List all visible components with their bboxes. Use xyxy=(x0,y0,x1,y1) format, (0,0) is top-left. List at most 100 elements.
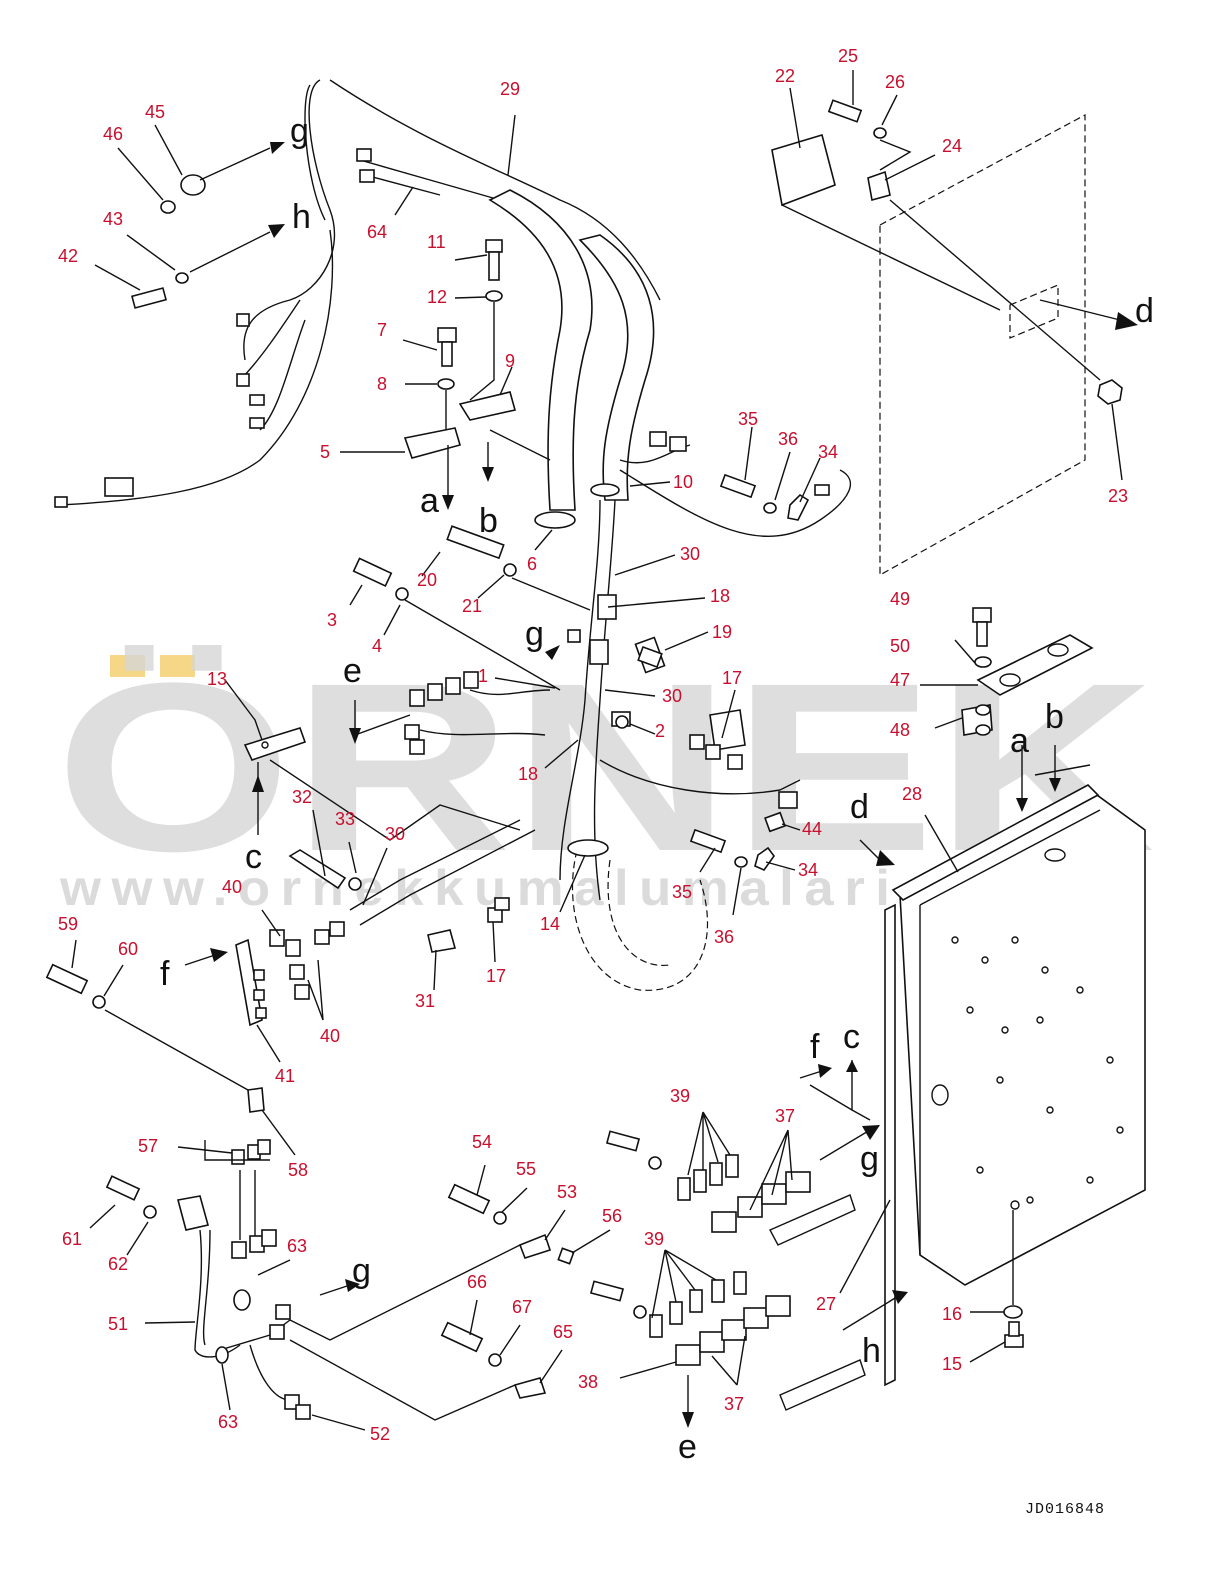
callout-40-a: 40 xyxy=(222,877,242,897)
lower-harness xyxy=(45,849,521,1421)
callout-26: 26 xyxy=(885,72,905,92)
callout-29: 29 xyxy=(500,79,520,99)
callout-25: 25 xyxy=(838,46,858,66)
callout-5: 5 xyxy=(320,442,330,462)
callout-48: 48 xyxy=(890,720,910,740)
electrical-box xyxy=(819,745,1146,1387)
callout-35-upper: 35 xyxy=(738,409,758,429)
controller-panel xyxy=(771,99,1138,577)
callout-36-lower: 36 xyxy=(714,927,734,947)
connector-block-e xyxy=(349,671,551,755)
callout-60: 60 xyxy=(118,939,138,959)
callout-21: 21 xyxy=(462,596,482,616)
bolts-bracket-53-65 xyxy=(440,1183,575,1399)
callout-50: 50 xyxy=(890,636,910,656)
callout-42: 42 xyxy=(58,246,78,266)
callout-63-b: 63 xyxy=(218,1412,238,1432)
ref-letter-h: h xyxy=(292,198,311,236)
callout-40-b: 40 xyxy=(320,1026,340,1046)
ref-letter-g: g xyxy=(525,615,544,653)
ref-letter-c: c xyxy=(843,1018,860,1056)
callout-47: 47 xyxy=(890,670,910,690)
ref-letter-f: f xyxy=(810,1028,820,1066)
callout-38: 38 xyxy=(578,1372,598,1392)
ref-letter-d: d xyxy=(1135,292,1154,330)
callout-37-upper: 37 xyxy=(775,1106,795,1126)
callout-9: 9 xyxy=(505,351,515,371)
callout-17-upper: 17 xyxy=(722,668,742,688)
leader-lines xyxy=(71,70,1006,1431)
callout-30-c: 30 xyxy=(385,824,405,844)
callout-39-upper: 39 xyxy=(670,1086,690,1106)
ref-letter-d: d xyxy=(850,788,869,826)
callout-66: 66 xyxy=(467,1272,487,1292)
callout-19: 19 xyxy=(712,622,732,642)
callout-64: 64 xyxy=(367,222,387,242)
ground-bolts-lower xyxy=(487,645,798,923)
callout-32: 32 xyxy=(292,787,312,807)
callout-49: 49 xyxy=(890,589,910,609)
callout-13: 13 xyxy=(207,669,227,689)
callout-18-a: 18 xyxy=(710,586,730,606)
ref-letter-c: c xyxy=(245,838,262,876)
bolts-3-4-20-21 xyxy=(352,525,591,691)
callout-15: 15 xyxy=(942,1354,962,1374)
callout-35-lower: 35 xyxy=(672,882,692,902)
callout-53: 53 xyxy=(557,1182,577,1202)
callout-18-b: 18 xyxy=(518,764,538,784)
callout-6: 6 xyxy=(527,554,537,574)
callout-41: 41 xyxy=(275,1066,295,1086)
callout-56: 56 xyxy=(602,1206,622,1226)
callout-52: 52 xyxy=(370,1424,390,1444)
ref-letter-a: a xyxy=(420,482,439,520)
brackets-5-9 xyxy=(403,239,551,510)
callout-59: 59 xyxy=(58,914,78,934)
reference-letters: g h d a b g e b a d c f f c g g h e xyxy=(160,112,1154,1466)
ref-letter-b: b xyxy=(1045,698,1064,736)
harness-connectors-left xyxy=(54,148,375,508)
callout-24: 24 xyxy=(942,136,962,156)
connector-17-upper xyxy=(689,709,746,770)
callout-51: 51 xyxy=(108,1314,128,1334)
callout-37-lower: 37 xyxy=(724,1394,744,1414)
callout-28: 28 xyxy=(902,784,922,804)
callout-43: 43 xyxy=(103,209,123,229)
callout-14: 14 xyxy=(540,914,560,934)
relay-set-upper xyxy=(605,1130,856,1246)
callout-63-a: 63 xyxy=(287,1236,307,1256)
callout-36-upper: 36 xyxy=(778,429,798,449)
callout-1: 1 xyxy=(478,666,488,686)
ref-letter-a: a xyxy=(1010,722,1029,760)
callout-67: 67 xyxy=(512,1297,532,1317)
callout-30-a: 30 xyxy=(680,544,700,564)
ref-letter-g: g xyxy=(860,1140,879,1178)
callout-23: 23 xyxy=(1108,486,1128,506)
callout-17-lower: 17 xyxy=(486,966,506,986)
callout-12: 12 xyxy=(427,287,447,307)
callout-44: 44 xyxy=(802,819,822,839)
callout-34-lower: 34 xyxy=(798,860,818,880)
arrows-f-c xyxy=(799,1060,871,1121)
callout-54: 54 xyxy=(472,1132,492,1152)
drawing-code: JD016848 xyxy=(1025,1501,1105,1518)
callout-46: 46 xyxy=(103,124,123,144)
ref-letter-g: g xyxy=(352,1252,371,1290)
ref-letter-h: h xyxy=(862,1332,881,1370)
callout-30-b: 30 xyxy=(662,686,682,706)
callout-8: 8 xyxy=(377,374,387,394)
callout-27: 27 xyxy=(816,1294,836,1314)
ref-letter-f: f xyxy=(160,955,170,993)
callout-34-upper: 34 xyxy=(818,442,838,462)
callout-4: 4 xyxy=(372,636,382,656)
grommet-and-bolt-group xyxy=(131,142,285,309)
callout-10: 10 xyxy=(673,472,693,492)
callout-65: 65 xyxy=(553,1322,573,1342)
callout-55: 55 xyxy=(516,1159,536,1179)
callout-58: 58 xyxy=(288,1160,308,1180)
callout-33: 33 xyxy=(335,809,355,829)
ref-letter-g: g xyxy=(290,112,309,150)
callout-31: 31 xyxy=(415,991,435,1011)
main-harness xyxy=(59,79,852,991)
callout-45: 45 xyxy=(145,102,165,122)
